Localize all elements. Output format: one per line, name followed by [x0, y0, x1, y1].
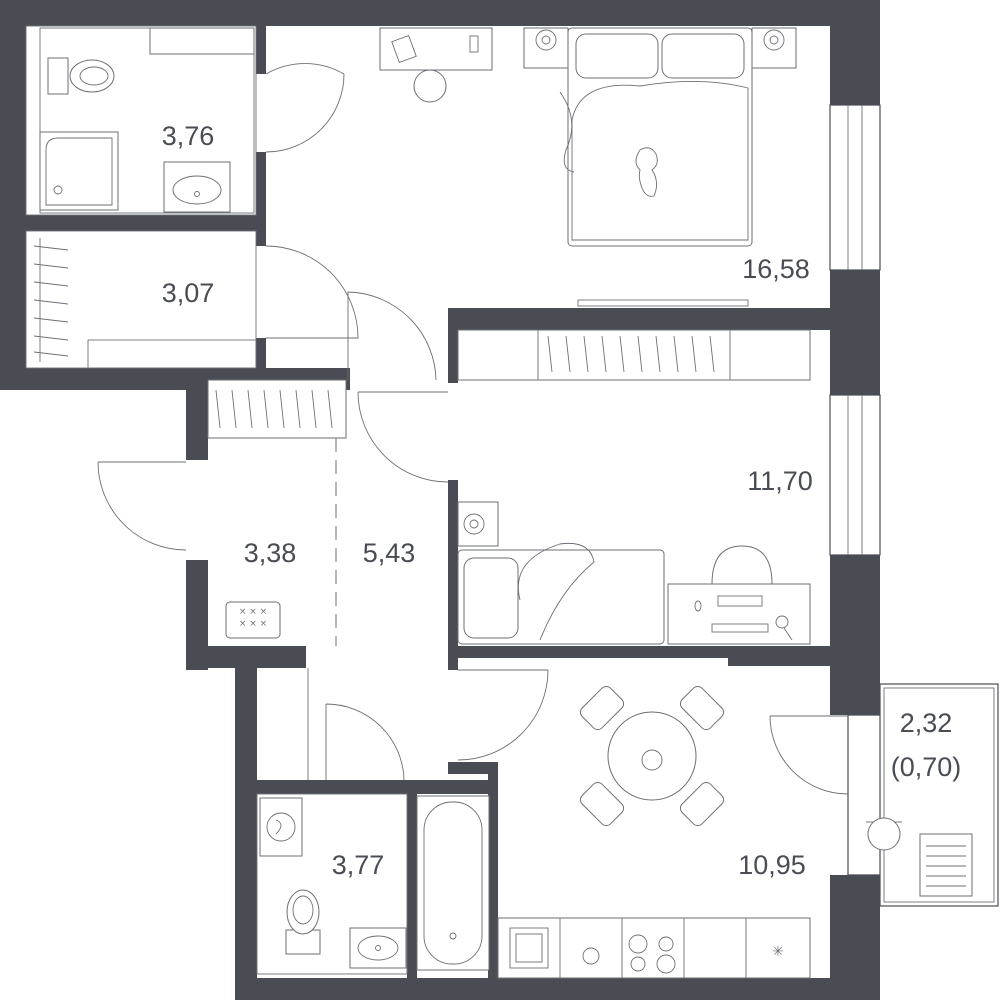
flower-icon [641, 749, 663, 771]
wall-right-3 [830, 555, 880, 715]
doormat-icon: × × × × × × [225, 601, 281, 639]
area-balcony-reduced: (0,70) [891, 752, 962, 782]
wardrobe-fixtures [25, 230, 359, 369]
pillow [661, 33, 745, 79]
svg-text:× × ×: × × × [239, 607, 267, 617]
hall-fixtures: × × × × × × [97, 379, 549, 761]
keyboard-icon [717, 595, 763, 607]
area-bedroom-2: 11,70 [747, 466, 813, 496]
chair-icon [579, 685, 625, 731]
computer-desk [667, 545, 811, 645]
bathtub-icon [416, 795, 490, 971]
sink-icon [349, 927, 407, 969]
hanging-rail [33, 238, 69, 362]
chair-icon [413, 69, 447, 103]
windows [829, 104, 881, 875]
bathroom-1-door [265, 63, 345, 153]
wall-bottom [235, 978, 880, 1000]
wall-hall-left-bottom [186, 560, 208, 670]
svg-text:× × ×: × × × [239, 619, 267, 629]
cat-icon [635, 147, 658, 197]
area-wardrobe: 3,07 [162, 278, 215, 308]
wall-bath2-right [407, 780, 417, 980]
tv-shelf [577, 299, 749, 307]
wall-kitchen-top-right [728, 646, 838, 666]
kitchen-counter: ✳ [497, 917, 811, 979]
wardrobe-2 [457, 329, 811, 381]
area-bathroom-2: 3,77 [332, 850, 385, 880]
wall-bath2-top [257, 780, 407, 794]
nightstand [457, 501, 499, 547]
shower-icon [39, 131, 119, 211]
entrance-door [97, 461, 187, 551]
chair-icon [579, 781, 625, 827]
wardrobe-door [265, 245, 359, 339]
faucet-icon [582, 947, 600, 965]
wall-bath2-top-right [407, 780, 498, 794]
wall-bath2-left [235, 646, 257, 1000]
washing-machine-icon [259, 797, 303, 857]
bedroom-fixtures [347, 27, 797, 381]
desk [379, 27, 493, 103]
area-labels: 3,76 3,07 16,58 11,70 3,38 5,43 3,77 10,… [162, 121, 962, 880]
hall-wardrobe [207, 379, 347, 439]
fridge-icon: ✳ [772, 944, 784, 960]
kitchen-door [457, 669, 549, 761]
bathroom-2-fixtures [256, 668, 490, 975]
cabinet [149, 27, 255, 55]
bedroom-2-fixtures [357, 329, 811, 645]
wall-right-2 [830, 270, 880, 395]
wall-bath1-right-mid [256, 152, 266, 246]
wall-wardrobe-right [256, 338, 266, 378]
bed-icon [559, 27, 753, 247]
wall-bedrooms [448, 308, 838, 330]
nightstand-right [751, 27, 797, 69]
bedroom-door [347, 291, 437, 381]
bedroom-2-door [357, 391, 449, 483]
wall-left-upper [0, 0, 26, 390]
wall-hall-left-top [186, 370, 208, 460]
chair-icon [711, 545, 773, 585]
dining-table [579, 685, 725, 827]
wall-bath1-bottom [26, 215, 266, 231]
area-bedroom: 16,58 [742, 254, 810, 284]
sink-icon [163, 161, 231, 213]
area-corridor: 5,43 [363, 538, 416, 568]
toilet-icon [47, 57, 115, 95]
balcony-door [769, 715, 849, 795]
bathroom-2-door [325, 703, 405, 781]
chair-icon [679, 781, 725, 827]
window-bedroom2 [829, 394, 881, 556]
wall-kitchen-left-top [448, 762, 498, 774]
area-bathroom-1: 3,76 [162, 121, 215, 151]
mouse-icon [694, 600, 702, 612]
kitchen-sink-icon [509, 927, 549, 969]
area-balcony: 2,32 [900, 708, 953, 738]
monitor-icon [711, 623, 769, 633]
window-bedroom [829, 104, 881, 271]
area-hall: 3,38 [244, 538, 297, 568]
walls [0, 0, 880, 1000]
wall-top [0, 0, 880, 26]
kitchen-fixtures: ✳ [497, 685, 811, 979]
wall-bedroom2-left-top [448, 308, 458, 383]
balcony-chair [919, 833, 973, 897]
wall-kitchen-left [488, 762, 498, 1000]
wall-bath1-right-top [256, 26, 266, 74]
lamp-icon [775, 615, 789, 629]
chair-icon [679, 685, 725, 731]
bathroom-1-fixtures [25, 25, 345, 216]
pillow [575, 33, 659, 79]
bed-icon [457, 542, 665, 645]
area-kitchen: 10,95 [738, 850, 806, 880]
wall-bedroom2-left [448, 480, 458, 670]
balcony-table [867, 817, 901, 851]
toilet-icon [285, 889, 321, 955]
wall-right-1 [830, 0, 880, 105]
balcony [769, 683, 999, 907]
hob-icon [628, 934, 676, 974]
nightstand-left [523, 27, 569, 69]
